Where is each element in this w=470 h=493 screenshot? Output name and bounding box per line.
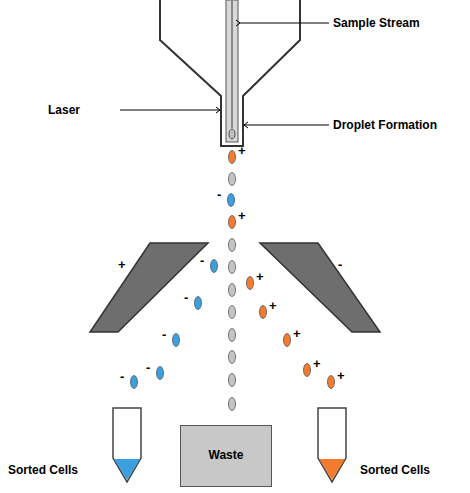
droplet bbox=[229, 151, 236, 164]
leader-lines bbox=[120, 20, 329, 128]
droplet bbox=[229, 329, 236, 342]
collection-tube: Sorted Cells bbox=[5, 406, 147, 488]
droplet bbox=[131, 376, 138, 389]
droplet bbox=[157, 367, 164, 380]
droplet bbox=[229, 351, 236, 364]
waste-box: Waste bbox=[180, 425, 272, 487]
charge-sign: + bbox=[313, 357, 321, 370]
part-label: Sorted Cells bbox=[360, 464, 430, 476]
droplet bbox=[173, 334, 180, 347]
forming-droplet bbox=[229, 129, 235, 139]
charge-sign: + bbox=[293, 327, 301, 340]
charge-sign: - bbox=[338, 258, 342, 271]
charge-sign: + bbox=[337, 369, 345, 382]
charge-sign: + bbox=[269, 299, 277, 312]
part-label: Droplet Formation bbox=[333, 119, 437, 131]
droplet bbox=[229, 284, 236, 297]
droplet bbox=[260, 306, 267, 319]
part-label: Sorted Cells bbox=[8, 464, 78, 476]
collection-tube: Sorted Cells bbox=[310, 406, 465, 488]
part-label: Laser bbox=[48, 104, 80, 116]
droplet bbox=[304, 364, 311, 377]
charge-sign: - bbox=[184, 291, 188, 304]
charge-sign: + bbox=[238, 209, 246, 222]
droplet bbox=[247, 277, 254, 290]
nozzle bbox=[160, 0, 300, 146]
part-label: Sample Stream bbox=[333, 17, 420, 29]
droplet bbox=[211, 260, 218, 273]
charge-sign: + bbox=[238, 144, 246, 157]
plate-outline bbox=[258, 240, 382, 336]
droplet bbox=[229, 239, 236, 252]
droplet bbox=[228, 194, 235, 207]
droplet bbox=[229, 374, 236, 387]
droplet bbox=[229, 306, 236, 319]
part-label: Waste bbox=[209, 449, 244, 461]
droplet bbox=[195, 297, 202, 310]
charge-sign: - bbox=[120, 370, 124, 383]
charge-sign: + bbox=[118, 258, 126, 271]
droplet bbox=[328, 376, 335, 389]
sample-stream bbox=[231, 0, 233, 128]
deflection-plate: + bbox=[88, 240, 212, 336]
deflection-plate: - bbox=[258, 240, 382, 336]
charge-sign: - bbox=[162, 328, 166, 341]
charge-sign: - bbox=[217, 188, 221, 201]
droplet bbox=[229, 261, 236, 274]
charge-sign: + bbox=[256, 270, 264, 283]
sample-tube bbox=[226, 0, 238, 142]
plate-outline bbox=[88, 240, 212, 336]
charge-sign: - bbox=[200, 254, 204, 267]
droplet bbox=[284, 334, 291, 347]
droplet bbox=[229, 216, 236, 229]
charge-sign: - bbox=[146, 361, 150, 374]
droplet bbox=[229, 173, 236, 186]
droplet bbox=[229, 398, 236, 411]
